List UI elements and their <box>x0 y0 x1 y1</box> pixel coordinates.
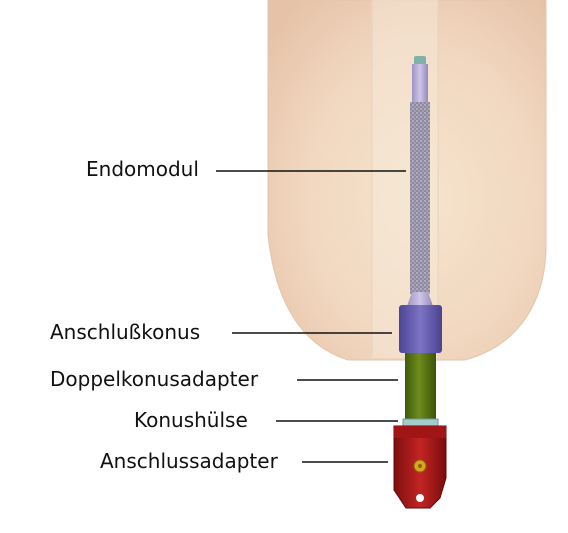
label-endomodul: Endomodul <box>86 157 199 181</box>
label-anschlusskonus: Anschlußkonus <box>50 320 200 344</box>
label-konushuelse: Konushülse <box>134 408 248 432</box>
anschlusskonus-part <box>399 305 442 353</box>
doppelkonusadapter-part <box>405 353 436 421</box>
anschlussadapter-part <box>394 426 446 508</box>
porous-coating <box>410 102 430 294</box>
label-doppelkonusadapter: Doppelkonusadapter <box>50 367 259 391</box>
label-anschlussadapter: Anschlussadapter <box>100 449 279 473</box>
